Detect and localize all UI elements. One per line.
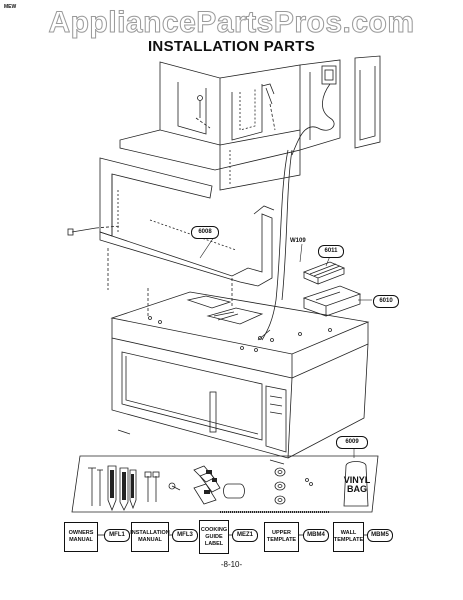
- wall-screw-drawing: [67, 225, 121, 236]
- installation-manual-doc: INSTALLATION MANUAL: [130, 522, 170, 552]
- wall-template-doc: WALL TEMPLATE: [333, 522, 364, 552]
- code-upper-template: MBM4: [303, 529, 329, 542]
- mounting-plate-drawing: [99, 157, 275, 306]
- page-title: INSTALLATION PARTS: [147, 38, 316, 55]
- page-number: -8-10-: [220, 560, 243, 569]
- callout-adaptor: 6010: [373, 295, 399, 308]
- top-screws-drawing: [195, 83, 276, 131]
- microwave-oven-drawing: [110, 288, 370, 465]
- parts-kit-box: [71, 455, 379, 513]
- watermark: AppliancePartsPros.com: [48, 6, 415, 40]
- outlet-and-cord-drawing: [261, 65, 337, 341]
- damper-drawing: [302, 261, 346, 285]
- corner-mark: MEW: [4, 4, 17, 10]
- cooking-guide-label-doc: COOKING GUIDE LABEL: [199, 520, 229, 554]
- callout-hardware-kit: 6009: [336, 436, 368, 449]
- code-installation-manual: MFL3: [172, 529, 198, 542]
- upper-template-doc: UPPER TEMPLATE: [264, 522, 299, 552]
- vinyl-bag-label: VINYL BAG: [343, 475, 371, 494]
- code-cooking-guide-label: MEZ1: [232, 529, 258, 542]
- callout-power-cord: W109: [290, 238, 306, 244]
- owners-manual-doc: OWNERS MANUAL: [64, 522, 98, 552]
- upper-cabinet-drawing: [119, 55, 381, 191]
- code-owners-manual: MFL1: [104, 529, 130, 542]
- callout-mounting-plate: 6008: [191, 226, 219, 239]
- hardware-items-drawing: [88, 461, 369, 513]
- adaptor-drawing: [302, 285, 362, 317]
- callout-damper: 6011: [318, 245, 344, 258]
- code-wall-template: MBM5: [367, 529, 393, 542]
